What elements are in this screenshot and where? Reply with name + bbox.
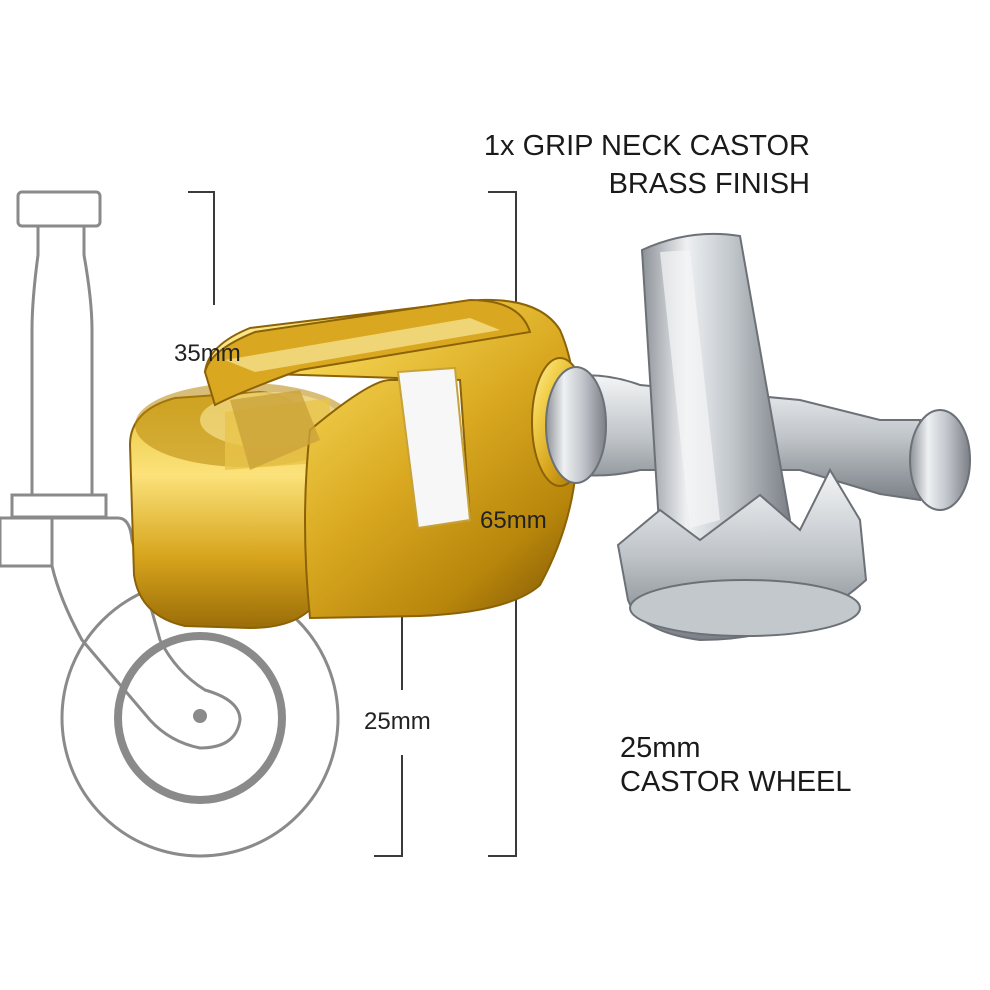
wheel-type-label: CASTOR WHEEL: [620, 766, 852, 798]
wheel-size-label: 25mm: [620, 732, 701, 764]
dim-65-lower: [488, 530, 517, 857]
dimension-label-65mm: 65mm: [480, 507, 547, 534]
steel-grip-neck-photo: [545, 232, 971, 642]
dimension-label-25mm: 25mm: [364, 708, 431, 735]
diagram-stem-cap: [16, 190, 102, 228]
steel-pin-head: [909, 409, 971, 511]
diagram-neck-block: [0, 516, 54, 568]
dim-25-lower: [374, 755, 403, 857]
steel-washer: [545, 366, 607, 484]
brass-castor-photo: [128, 298, 589, 630]
diagram-collar: [10, 493, 108, 519]
diagram-wheel-inner: [114, 632, 286, 804]
dimension-label-35mm: 35mm: [174, 340, 241, 367]
product-title-line2: BRASS FINISH: [608, 168, 810, 200]
fork-opening: [396, 366, 472, 530]
dim-35-upper: [188, 191, 215, 305]
diagram-axle-dot: [193, 709, 207, 723]
product-title-line1: 1x GRIP NECK CASTOR: [483, 130, 810, 162]
steel-base-ring: [629, 579, 861, 637]
diagram-stem: [30, 226, 94, 497]
